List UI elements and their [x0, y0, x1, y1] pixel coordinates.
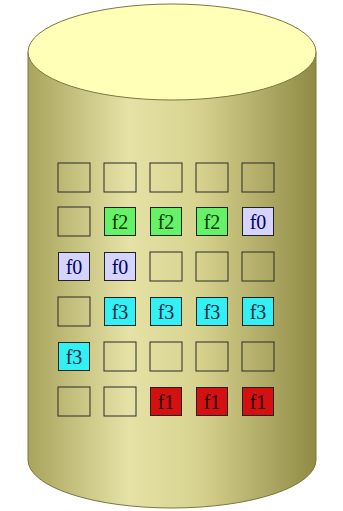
empty-block [58, 207, 90, 236]
empty-block [58, 163, 90, 192]
file-block: f3 [196, 297, 228, 326]
file-label: f1 [158, 392, 175, 412]
file-label: f2 [204, 212, 221, 232]
file-label: f3 [204, 302, 221, 322]
file-label: f1 [250, 392, 267, 412]
empty-block [58, 387, 90, 416]
file-block: f1 [150, 387, 182, 416]
file-block: f3 [104, 297, 136, 326]
empty-block [104, 163, 136, 192]
disk-body [28, 52, 316, 508]
file-block: f3 [58, 342, 90, 371]
file-block: f0 [58, 252, 90, 281]
empty-block [104, 387, 136, 416]
file-label: f3 [112, 302, 129, 322]
file-label: f1 [204, 392, 221, 412]
file-label: f2 [112, 212, 129, 232]
file-label: f0 [112, 257, 129, 277]
file-label: f3 [250, 302, 267, 322]
file-block: f1 [196, 387, 228, 416]
empty-block [242, 252, 274, 281]
file-block: f1 [242, 387, 274, 416]
file-block: f0 [104, 252, 136, 281]
file-label: f0 [250, 212, 267, 232]
empty-block [58, 297, 90, 326]
file-label: f2 [158, 212, 175, 232]
disk-top [28, 4, 316, 100]
file-block: f2 [196, 207, 228, 236]
empty-block [150, 163, 182, 192]
file-label: f0 [66, 257, 83, 277]
empty-block [150, 252, 182, 281]
file-block: f2 [150, 207, 182, 236]
empty-block [196, 163, 228, 192]
file-block: f0 [242, 207, 274, 236]
empty-block [104, 342, 136, 371]
empty-block [196, 252, 228, 281]
file-block: f3 [242, 297, 274, 326]
file-block: f2 [104, 207, 136, 236]
file-label: f3 [66, 347, 83, 367]
empty-block [196, 342, 228, 371]
empty-block [242, 163, 274, 192]
file-label: f3 [158, 302, 175, 322]
empty-block [150, 342, 182, 371]
file-block: f3 [150, 297, 182, 326]
empty-blocks [58, 163, 274, 416]
empty-block [242, 342, 274, 371]
